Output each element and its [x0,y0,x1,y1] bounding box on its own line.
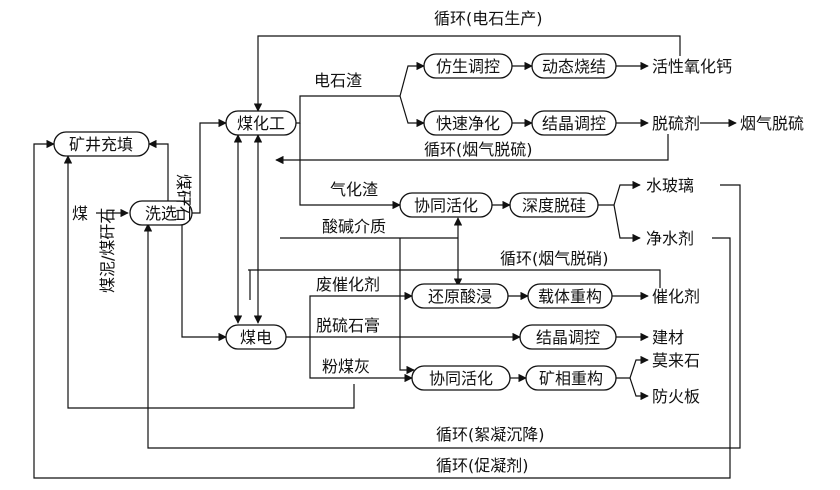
node-mineral-rebuild: 矿相重构 [525,365,617,391]
loop-carbide-prod: 循环(电石生产) [434,9,543,28]
label-gasification-slag: 气化渣 [330,180,378,199]
node-dynamic-sinter-label: 动态烧结 [542,57,606,76]
node-co-activate-2: 协同活化 [411,365,511,391]
node-co-activate-1: 协同活化 [399,192,493,218]
label-coal: 煤 [72,204,88,223]
label-catalyst: 催化剂 [652,287,700,306]
node-mineral-rebuild-label: 矿相重构 [539,369,603,388]
node-mine-fill: 矿井充填 [53,131,150,157]
label-spent-catalyst: 废催化剂 [316,275,380,294]
node-bionic: 仿生调控 [423,53,513,79]
node-power: 煤电 [225,324,287,350]
node-mine-fill-label: 矿井充填 [69,135,133,154]
node-crystal-control-1: 结晶调控 [531,110,617,136]
node-coal-chem-label: 煤化工 [237,114,285,133]
label-gangue-1: 煤矸石 [174,174,193,222]
node-co-activate-2-label: 协同活化 [429,369,493,388]
node-carrier-rebuild: 载体重构 [527,283,613,309]
label-mullite: 莫来石 [652,351,700,370]
node-wash-label: 洗选 [145,204,177,223]
label-gangue-2: 煤泥/煤矸石 [98,208,117,293]
loop-coagulant: 循环(促凝剂) [436,456,529,475]
label-building: 建材 [652,328,684,347]
labels: 煤 煤矸石 煤泥/煤矸石 电石渣 气化渣 酸碱介质 废催化剂 脱硫石膏 粉煤灰 … [72,9,804,475]
loop-flocculation: 循环(絮凝沉降) [436,425,545,444]
label-water-glass: 水玻璃 [646,176,694,195]
label-fgd-gypsum: 脱硫石膏 [316,316,380,335]
node-bionic-label: 仿生调控 [436,57,500,76]
label-carbide-slag: 电石渣 [314,71,362,90]
label-water-agent: 净水剂 [646,229,694,248]
node-power-label: 煤电 [240,328,272,347]
node-crystal-control-2: 结晶调控 [519,324,617,350]
node-co-activate-1-label: 协同活化 [414,196,478,215]
node-carrier-rebuild-label: 载体重构 [538,287,602,306]
node-reduce-leach-label: 还原酸浸 [428,287,492,306]
node-wash: 洗选 [129,200,193,226]
node-fast-purify-label: 快速净化 [436,114,500,133]
label-flue-desulf: 烟气脱硫 [740,114,804,133]
label-active-cao: 活性氧化钙 [652,57,732,76]
node-deep-desilicate-label: 深度脱硅 [522,196,586,215]
node-crystal-control-2-label: 结晶调控 [536,328,600,347]
label-acid-base: 酸碱介质 [322,217,386,236]
node-crystal-control-1-label: 结晶调控 [542,114,606,133]
loop-flue-desulf: 循环(烟气脱硫) [424,140,533,159]
loop-flue-denitr: 循环(烟气脱硝) [500,249,609,268]
node-coal-chem: 煤化工 [225,110,297,136]
node-fast-purify: 快速净化 [423,110,513,136]
label-desulfurizer: 脱硫剂 [652,114,700,133]
label-fireboard: 防火板 [652,387,700,406]
node-deep-desilicate: 深度脱硅 [509,192,599,218]
label-fly-ash: 粉煤灰 [322,357,370,376]
node-dynamic-sinter: 动态烧结 [531,53,617,79]
connectors [33,35,741,479]
node-reduce-leach: 还原酸浸 [411,283,509,309]
